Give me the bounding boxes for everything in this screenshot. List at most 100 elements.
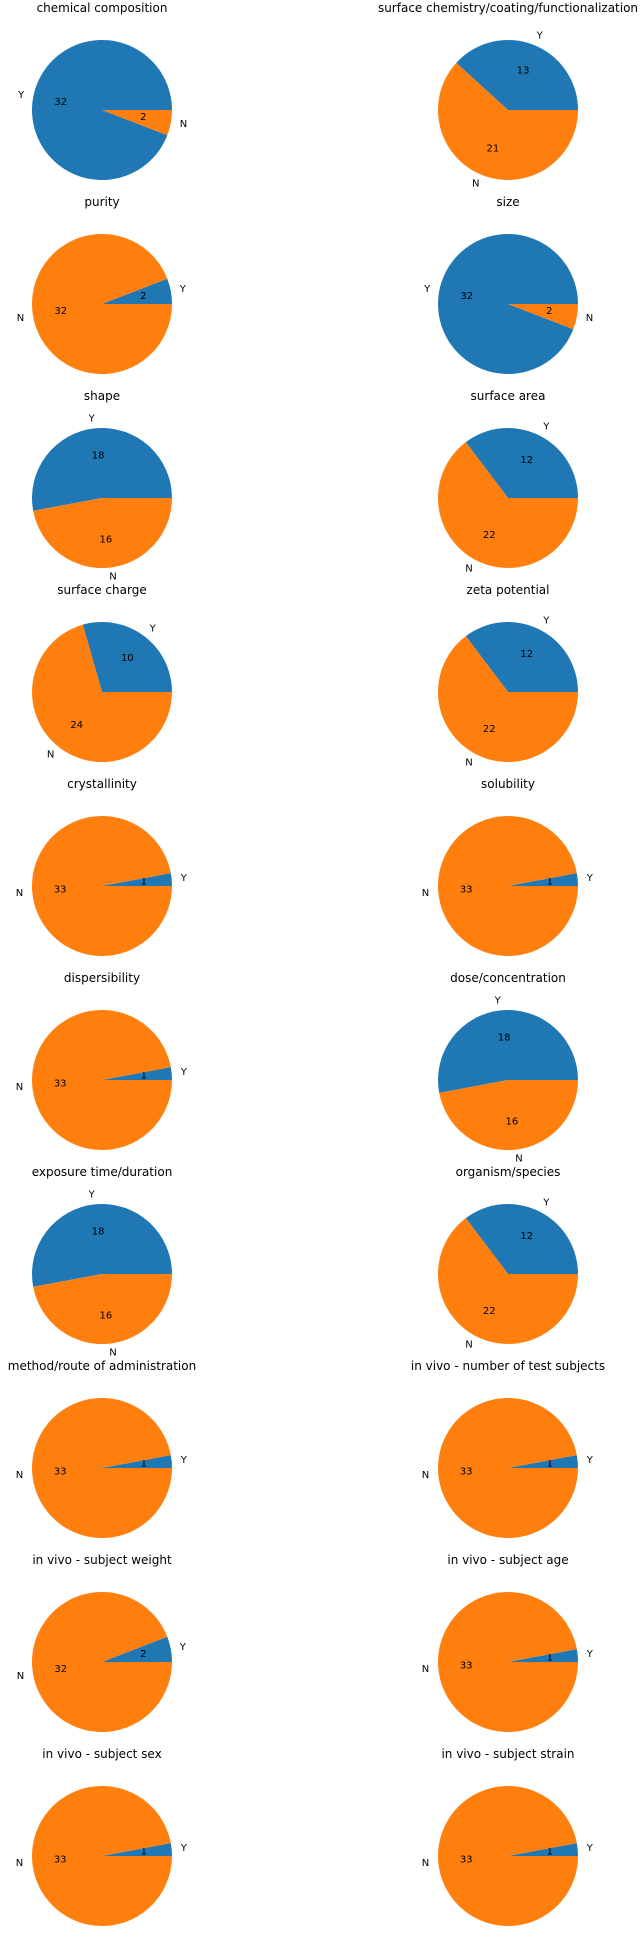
slice-count-n: 16 xyxy=(100,534,113,545)
pie-slice-y xyxy=(465,1204,578,1274)
slice-label-y: Y xyxy=(586,873,594,884)
pie-slice-n xyxy=(32,816,172,957)
slice-count-y: 1 xyxy=(547,1847,553,1858)
pie-slice-n xyxy=(438,1786,578,1927)
pie-slice-n xyxy=(438,1592,578,1733)
chart-title: surface charge xyxy=(57,583,146,597)
slice-label-n: N xyxy=(422,888,429,899)
slice-count-y: 12 xyxy=(520,1231,533,1242)
pie-slice-n xyxy=(439,1080,578,1150)
pie-slice-n xyxy=(33,498,172,568)
pie-slice-y xyxy=(31,427,173,511)
slice-count-n: 32 xyxy=(54,1664,67,1675)
slice-label-n: N xyxy=(109,1347,116,1358)
pie-slice-y xyxy=(465,428,578,498)
pie-slice-y xyxy=(437,233,578,374)
slice-count-n: 16 xyxy=(100,1310,113,1321)
chart-title: solubility xyxy=(481,777,535,791)
pie-slice-n xyxy=(438,442,578,569)
slice-label-n: N xyxy=(16,1470,23,1481)
slice-count-y: 1 xyxy=(547,1459,553,1470)
chart-title: dose/concentration xyxy=(450,971,566,985)
chart-title: in vivo - subject sex xyxy=(42,1747,161,1761)
slice-label-y: Y xyxy=(586,1843,594,1854)
slice-label-n: N xyxy=(586,313,593,324)
pie-slice-y xyxy=(508,873,578,886)
slice-label-y: Y xyxy=(586,1455,594,1466)
slice-label-n: N xyxy=(17,1671,24,1682)
pie-slice-n xyxy=(438,62,578,180)
pie-slice-y xyxy=(102,1067,172,1080)
pie-slice-n xyxy=(438,1398,578,1539)
chart-title: size xyxy=(496,195,519,209)
slice-count-n: 22 xyxy=(483,530,496,541)
slice-count-n: 33 xyxy=(54,1466,67,1477)
slice-count-n: 33 xyxy=(460,1466,473,1477)
slice-label-n: N xyxy=(422,1664,429,1675)
pie-slice-y xyxy=(102,1843,172,1856)
slice-label-n: N xyxy=(515,1153,522,1164)
slice-count-n: 33 xyxy=(54,1854,67,1865)
slice-count-y: 12 xyxy=(520,649,533,660)
slice-count-y: 2 xyxy=(140,291,146,302)
slice-label-n: N xyxy=(465,1339,472,1350)
slice-label-n: N xyxy=(109,571,116,582)
pie-slice-y xyxy=(102,1455,172,1468)
pie-slice-n xyxy=(33,1274,172,1344)
chart-title: in vivo - subject strain xyxy=(441,1747,574,1761)
pie-slice-n xyxy=(31,1010,172,1151)
slice-count-n: 33 xyxy=(54,1078,67,1089)
slice-label-y: Y xyxy=(88,1190,96,1201)
pie-slice-n xyxy=(508,304,578,330)
chart-title: in vivo - subject weight xyxy=(32,1553,172,1567)
slice-count-n: 2 xyxy=(140,112,146,123)
slice-label-y: Y xyxy=(180,873,188,884)
slice-label-y: Y xyxy=(494,996,502,1007)
slice-label-n: N xyxy=(16,1082,23,1093)
slice-count-n: 33 xyxy=(54,884,67,895)
pie-slice-n xyxy=(31,1592,172,1733)
chart-title: shape xyxy=(84,389,120,403)
pie-slice-y xyxy=(32,1203,172,1287)
slice-label-y: Y xyxy=(179,1642,187,1653)
slice-count-n: 33 xyxy=(460,884,473,895)
pie-slice-y xyxy=(102,873,172,886)
pie-slice-y xyxy=(102,1636,172,1662)
chart-title: dispersibility xyxy=(64,971,140,985)
pie-slice-n xyxy=(438,816,578,957)
slice-label-y: Y xyxy=(542,616,550,627)
slice-label-n: N xyxy=(180,119,187,130)
pie-slice-n xyxy=(102,110,172,136)
slice-label-y: Y xyxy=(17,90,25,101)
slice-count-n: 32 xyxy=(54,306,67,317)
slice-label-y: Y xyxy=(149,623,157,634)
slice-label-y: Y xyxy=(542,1198,550,1209)
slice-count-n: 2 xyxy=(546,306,552,317)
chart-title: in vivo - number of test subjects xyxy=(411,1359,605,1373)
pie-slice-n xyxy=(438,1218,578,1345)
slice-label-n: N xyxy=(422,1470,429,1481)
chart-title: chemical composition xyxy=(37,1,168,15)
slice-label-n: N xyxy=(472,178,479,189)
pie-slice-y xyxy=(508,1649,578,1662)
chart-title: exposure time/duration xyxy=(32,1165,173,1179)
pie-slice-y xyxy=(508,1843,578,1856)
slice-count-y: 18 xyxy=(92,451,105,462)
slice-label-y: Y xyxy=(180,1455,188,1466)
slice-label-y: Y xyxy=(179,284,187,295)
slice-count-y: 1 xyxy=(141,1459,147,1470)
pie-slice-y xyxy=(102,278,172,304)
